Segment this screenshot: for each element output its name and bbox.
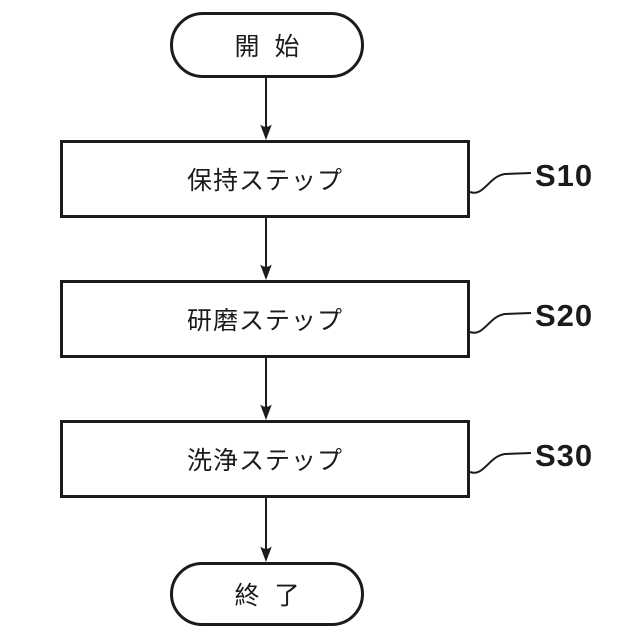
end-terminal: 終 了 (170, 562, 364, 626)
process-box-step3: 洗浄ステップ (60, 420, 470, 498)
arrowhead-down-icon (260, 124, 272, 140)
arrowhead-down-icon (260, 404, 272, 420)
process-label: 保持ステップ (186, 167, 343, 195)
step-ref-s20: S20 (535, 298, 594, 333)
step-ref-s10: S10 (535, 158, 594, 193)
ref-connector-s20 (469, 312, 532, 334)
process-label: 研磨ステップ (186, 307, 343, 335)
end-label: 終 了 (234, 582, 304, 610)
process-box-step2: 研磨ステップ (60, 280, 470, 358)
arrowhead-down-icon (260, 546, 272, 562)
arrowhead-down-icon (260, 264, 272, 280)
start-terminal: 開 始 (170, 12, 364, 78)
process-box-step1: 保持ステップ (60, 140, 470, 218)
step-ref-s30: S30 (535, 438, 594, 473)
ref-connector-s10 (469, 172, 532, 194)
ref-connector-s30 (469, 452, 532, 474)
process-label: 洗浄ステップ (186, 447, 343, 475)
start-label: 開 始 (234, 33, 304, 61)
